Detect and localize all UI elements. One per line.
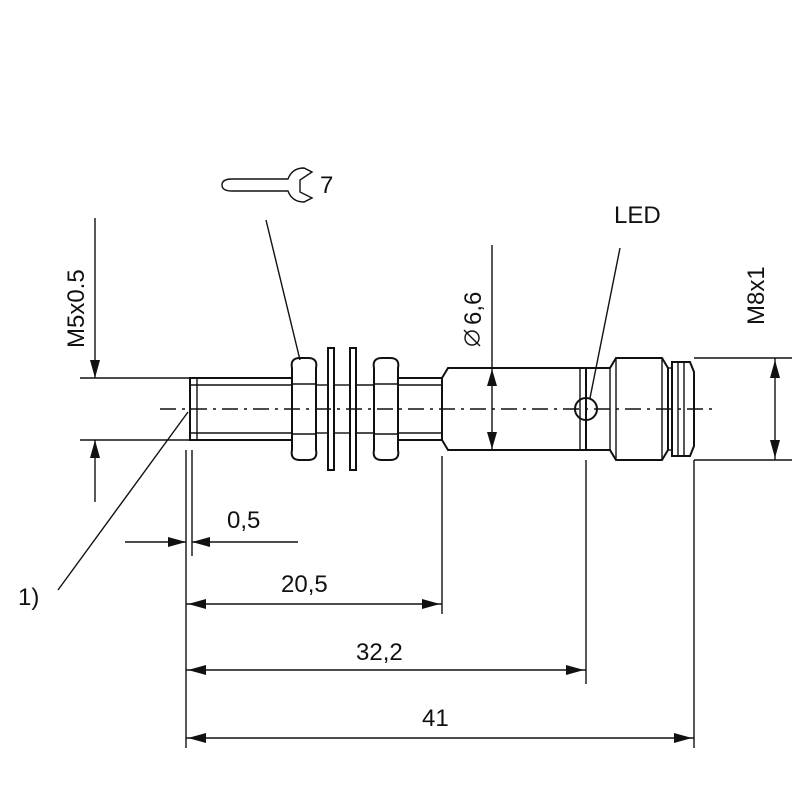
face-thread-dimension: M5x0.5 <box>63 218 190 502</box>
hex-nut-1 <box>290 357 318 461</box>
led-label: LED <box>614 202 661 229</box>
svg-text:32,2: 32,2 <box>356 639 403 666</box>
dimension-32-2: 32,2 <box>186 639 586 675</box>
hex-nut-2 <box>372 357 400 461</box>
diameter-label: 6,6 <box>460 292 487 325</box>
svg-text:20,5: 20,5 <box>281 571 328 598</box>
face-thread-label: M5x0.5 <box>63 269 90 348</box>
dimension-41: 41 <box>186 705 694 743</box>
svg-text:41: 41 <box>422 705 449 732</box>
svg-text:0,5: 0,5 <box>227 507 260 534</box>
diameter-dimension: 6,6 <box>460 245 497 450</box>
dimension-0-5: 0,5 <box>125 507 298 547</box>
wrench-icon <box>221 167 314 203</box>
note-marker: 1) <box>18 584 39 611</box>
wrench-size-label: 7 <box>320 172 333 199</box>
connector-thread-label: M8x1 <box>743 266 770 325</box>
connector-thread-dimension: M8x1 <box>694 266 792 461</box>
dimension-20-5: 20,5 <box>186 571 442 609</box>
